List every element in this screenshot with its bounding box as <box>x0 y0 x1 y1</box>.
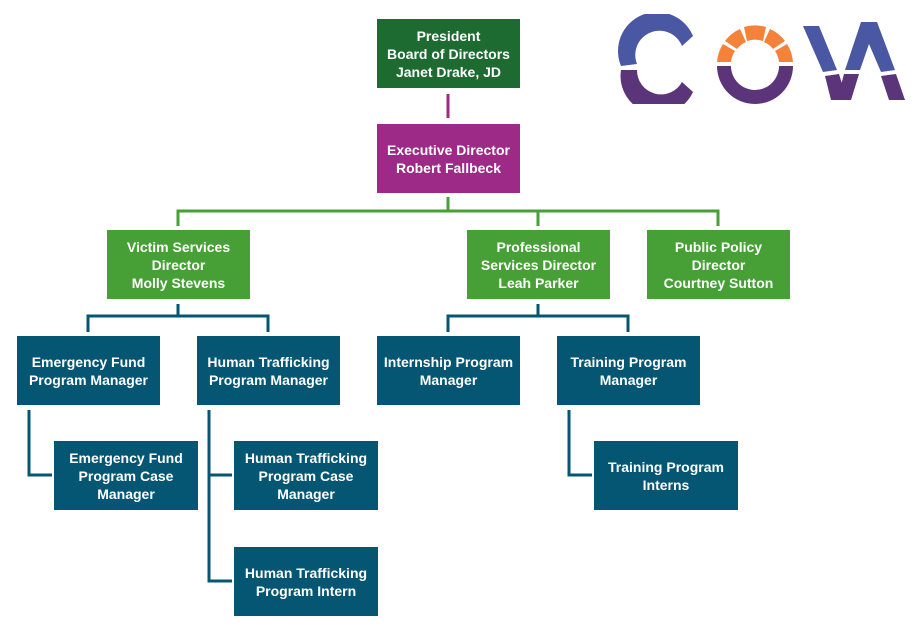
logo-letter-a-bottom-right <box>881 74 905 100</box>
node-human-trafficking-case-manager: Human Trafficking Program Case Manager <box>234 441 378 510</box>
logo-letter-c-top <box>618 14 693 66</box>
node-emergency-fund-case-manager: Emergency Fund Program Case Manager <box>54 441 198 510</box>
node-president-label: President Board of Directors Janet Drake… <box>387 27 510 80</box>
connector-executive-directors <box>176 197 720 226</box>
logo-letter-c-bottom <box>620 70 693 104</box>
logo-letter-v-top <box>803 26 837 72</box>
node-training-manager-label: Training Program Manager <box>570 353 687 388</box>
connector-victim-services-managers <box>86 304 270 332</box>
node-professional-services-label: Professional Services Director Leah Park… <box>480 238 597 291</box>
logo-letter-o <box>717 25 793 104</box>
node-human-trafficking-intern-label: Human Trafficking Program Intern <box>244 564 368 599</box>
node-human-trafficking-manager: Human Trafficking Program Manager <box>197 336 340 405</box>
node-emergency-fund-manager: Emergency Fund Program Manager <box>17 336 160 405</box>
cova-logo <box>618 14 905 104</box>
node-public-policy-director: Public Policy Director Courtney Sutton <box>647 230 790 299</box>
logo-letter-a-top <box>845 22 895 72</box>
logo-letter-a-bottom-left <box>837 74 859 100</box>
node-emergency-fund-case-manager-label: Emergency Fund Program Case Manager <box>69 449 183 502</box>
node-training-interns: Training Program Interns <box>594 441 738 510</box>
node-human-trafficking-intern: Human Trafficking Program Intern <box>234 547 378 616</box>
node-president: President Board of Directors Janet Drake… <box>377 19 520 88</box>
node-internship-manager: Internship Program Manager <box>377 336 520 405</box>
connector-training-interns <box>567 410 592 477</box>
node-emergency-fund-manager-label: Emergency Fund Program Manager <box>28 353 149 388</box>
node-internship-manager-label: Internship Program Manager <box>383 353 514 388</box>
node-professional-services-director: Professional Services Director Leah Park… <box>467 230 610 299</box>
node-victim-services-director: Victim Services Director Molly Stevens <box>107 230 250 299</box>
connector-professional-services-managers <box>446 304 630 332</box>
node-executive-director: Executive Director Robert Fallbeck <box>377 124 520 193</box>
node-training-interns-label: Training Program Interns <box>608 458 724 493</box>
node-human-trafficking-manager-label: Human Trafficking Program Manager <box>207 353 330 388</box>
node-victim-services-label: Victim Services Director Molly Stevens <box>126 238 231 291</box>
node-training-manager: Training Program Manager <box>557 336 700 405</box>
connector-human-trafficking-staff <box>207 410 232 583</box>
node-public-policy-label: Public Policy Director Courtney Sutton <box>663 238 774 291</box>
connector-emergency-fund-case <box>27 410 52 477</box>
node-executive-director-label: Executive Director Robert Fallbeck <box>387 141 510 176</box>
node-human-trafficking-case-manager-label: Human Trafficking Program Case Manager <box>244 449 368 502</box>
